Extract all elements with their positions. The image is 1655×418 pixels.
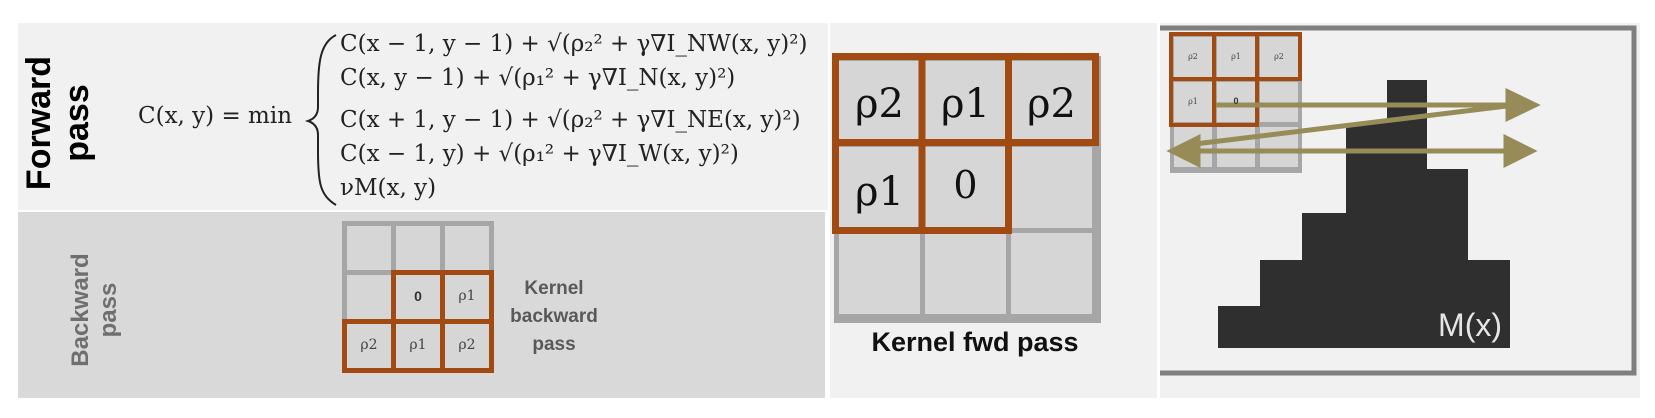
caption-line-3: pass [532,334,576,355]
equation-case-2: C(x, y − 1) + √(ρ₁² + γ∇I_N(x, y)²) [340,65,736,91]
bwd-cell-2-2 [396,275,440,319]
fwd-kernel-nw: ρ2 [855,81,904,127]
bwd-kernel-center: 0 [414,288,422,304]
fwd-cell-2-3 [1011,147,1092,228]
mask-label: M(x) [1438,307,1502,343]
mask-staircase [1218,80,1510,348]
fwd-kernel-caption: Kernel fwd pass [871,327,1079,357]
bwd-kernel-se: ρ2 [458,337,476,353]
bwd-kernel-sw: ρ2 [360,337,378,353]
fwd-kernel-n: ρ1 [941,81,990,127]
bwd-cell-3-3 [445,324,489,368]
mini-kernel-n: ρ1 [1231,52,1241,61]
equation-case-5: νM(x, y) [340,175,437,201]
bwd-cell-1-2 [396,226,440,270]
fwd-kernel-center: 0 [953,163,978,207]
kernel-fwd-panel: ρ2 ρ1 ρ2 ρ1 0 Kernel fwd pass [830,23,1157,398]
backward-kernel-caption: Kernel backward pass [504,275,604,359]
fwd-kernel-w: ρ1 [855,169,904,215]
bwd-kernel-s: ρ1 [409,337,427,353]
mini-kernel-w: ρ1 [1188,97,1198,106]
fwd-cell-1-3 [1011,61,1092,142]
fwd-kernel-outline [832,53,1099,234]
fwd-cell-3-3 [1011,233,1092,314]
fwd-cell-2-2 [925,147,1006,228]
bwd-cell-1-1 [347,226,391,270]
bwd-cell-3-1 [347,324,391,368]
fwd-cell-3-2 [925,233,1006,314]
equation-case-3: C(x + 1, y − 1) + √(ρ₂² + γ∇I_NE(x, y)²) [340,107,801,133]
scan-arrows [1166,88,1541,169]
forward-pass-panel: Forward pass C(x, y) = min C(x − 1, y − … [18,23,828,210]
backward-kernel-outline [342,270,494,373]
mask-frame [1160,25,1637,376]
caption-line-1: Kernel [524,278,584,299]
fwd-cell-1-1 [839,61,920,142]
equation-brace [304,34,337,206]
fwd-cell-1-2 [925,61,1006,142]
bwd-cell-2-3 [445,275,489,319]
mask-panel: ρ2 ρ1 ρ2 ρ1 0 M(x) [1160,23,1640,398]
backward-pass-panel: Backward pass 0 ρ1 ρ2 ρ1 ρ2 Kernel backw… [18,212,825,398]
bwd-cell-2-1 [347,275,391,319]
equation-case-1: C(x − 1, y − 1) + √(ρ₂² + γ∇I_NW(x, y)²) [340,31,808,57]
equation-case-4: C(x − 1, y) + √(ρ₁² + γ∇I_W(x, y)²) [340,141,739,167]
fwd-cell-3-1 [839,233,920,314]
mask-illustration [1160,25,1637,376]
bwd-kernel-east: ρ1 [458,288,476,304]
mini-kernel-ne: ρ2 [1274,52,1284,61]
fwd-cell-2-1 [839,147,920,228]
mini-kernel-center: 0 [1233,96,1239,106]
fwd-kernel-ne: ρ2 [1027,81,1076,127]
mini-kernel-outline [1169,32,1302,127]
caption-line-2: backward [510,306,598,327]
equation-lhs: C(x, y) = min [138,103,293,129]
bwd-cell-3-2 [396,324,440,368]
bwd-cell-1-3 [445,226,489,270]
mini-kernel-nw: ρ2 [1188,52,1198,61]
